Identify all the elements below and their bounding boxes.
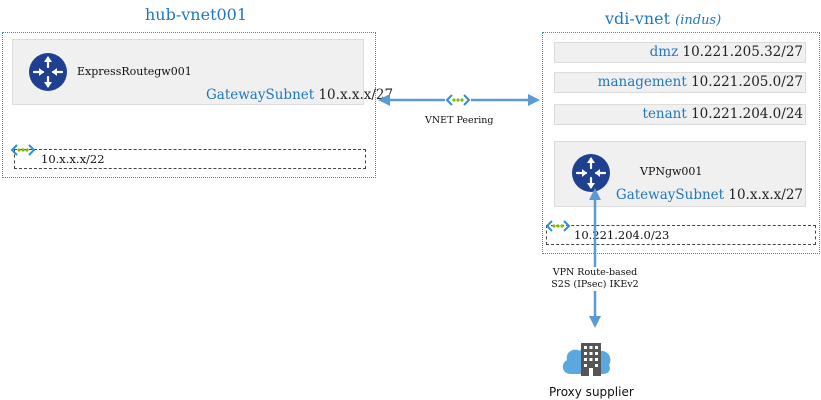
vpn-connection-arrow (589, 188, 601, 328)
subnet-management-label: management 10.221.205.0/27 (598, 74, 803, 90)
vnet-peering-label: VNET Peering (425, 115, 494, 126)
vdi-vnet-icon (546, 220, 570, 232)
subnet-tenant-name: tenant (642, 106, 687, 122)
proxy-supplier-label: Proxy supplier (549, 385, 634, 399)
vdi-vnet-note: (indus) (675, 13, 722, 28)
vpn-connection-label-line1: VPN Route-based (552, 267, 638, 278)
hub-vnet-icon (11, 144, 35, 156)
subnet-dmz-range: 10.221.205.32/27 (682, 44, 804, 60)
subnet-dmz-name: dmz (649, 44, 679, 60)
vdi-address-range: 10.221.204.0/23 (574, 228, 670, 242)
vdi-vnet-title: vdi-vnet (indus) (605, 9, 721, 28)
vdi-gateway-subnet-name: GatewaySubnet (615, 187, 725, 203)
vpn-connection-label-line2: S2S (IPsec) IKEv2 (551, 279, 639, 290)
hub-address-range-box (14, 149, 366, 169)
vpn-gateway-router-icon (572, 154, 610, 192)
hub-gateway-subnet-name: GatewaySubnet (206, 87, 315, 103)
hub-gateway-name: ExpressRoutegw001 (77, 65, 192, 78)
hub-gateway-subnet[interactable] (12, 39, 364, 105)
subnet-management-name: management (597, 74, 687, 90)
vpn-connection-label: VPN Route-based S2S (IPsec) IKEv2 (546, 267, 644, 291)
hub-vnet-container[interactable] (2, 32, 376, 178)
subnet-tenant[interactable] (554, 104, 806, 125)
hub-gateway-subnet-label: GatewaySubnet 10.x.x.x/27 (206, 87, 393, 103)
vdi-vnet-name: vdi-vnet (605, 9, 671, 28)
vdi-address-range-box (546, 225, 816, 245)
vdi-gateway-subnet-label: GatewaySubnet 10.x.x.x/27 (616, 187, 803, 203)
expressroute-router-icon (29, 53, 67, 91)
hub-vnet-title: hub-vnet001 (145, 5, 248, 24)
hub-address-range: 10.x.x.x/22 (41, 152, 105, 166)
vdi-gateway-subnet-range: 10.x.x.x/27 (728, 187, 803, 203)
vpn-gateway-name: VPNgw001 (640, 165, 703, 178)
cloud-building-icon (562, 343, 611, 376)
subnet-dmz-label: dmz 10.221.205.32/27 (650, 44, 803, 60)
subnet-tenant-label: tenant 10.221.204.0/24 (643, 106, 803, 122)
vdi-vnet-container[interactable] (542, 32, 820, 254)
subnet-management[interactable] (554, 72, 806, 93)
subnet-tenant-range: 10.221.204.0/24 (691, 106, 803, 122)
subnet-management-range: 10.221.205.0/27 (691, 74, 803, 90)
subnet-dmz[interactable] (554, 42, 806, 63)
vnet-peering-icon (445, 92, 471, 108)
hub-gateway-subnet-range: 10.x.x.x/27 (318, 87, 394, 103)
